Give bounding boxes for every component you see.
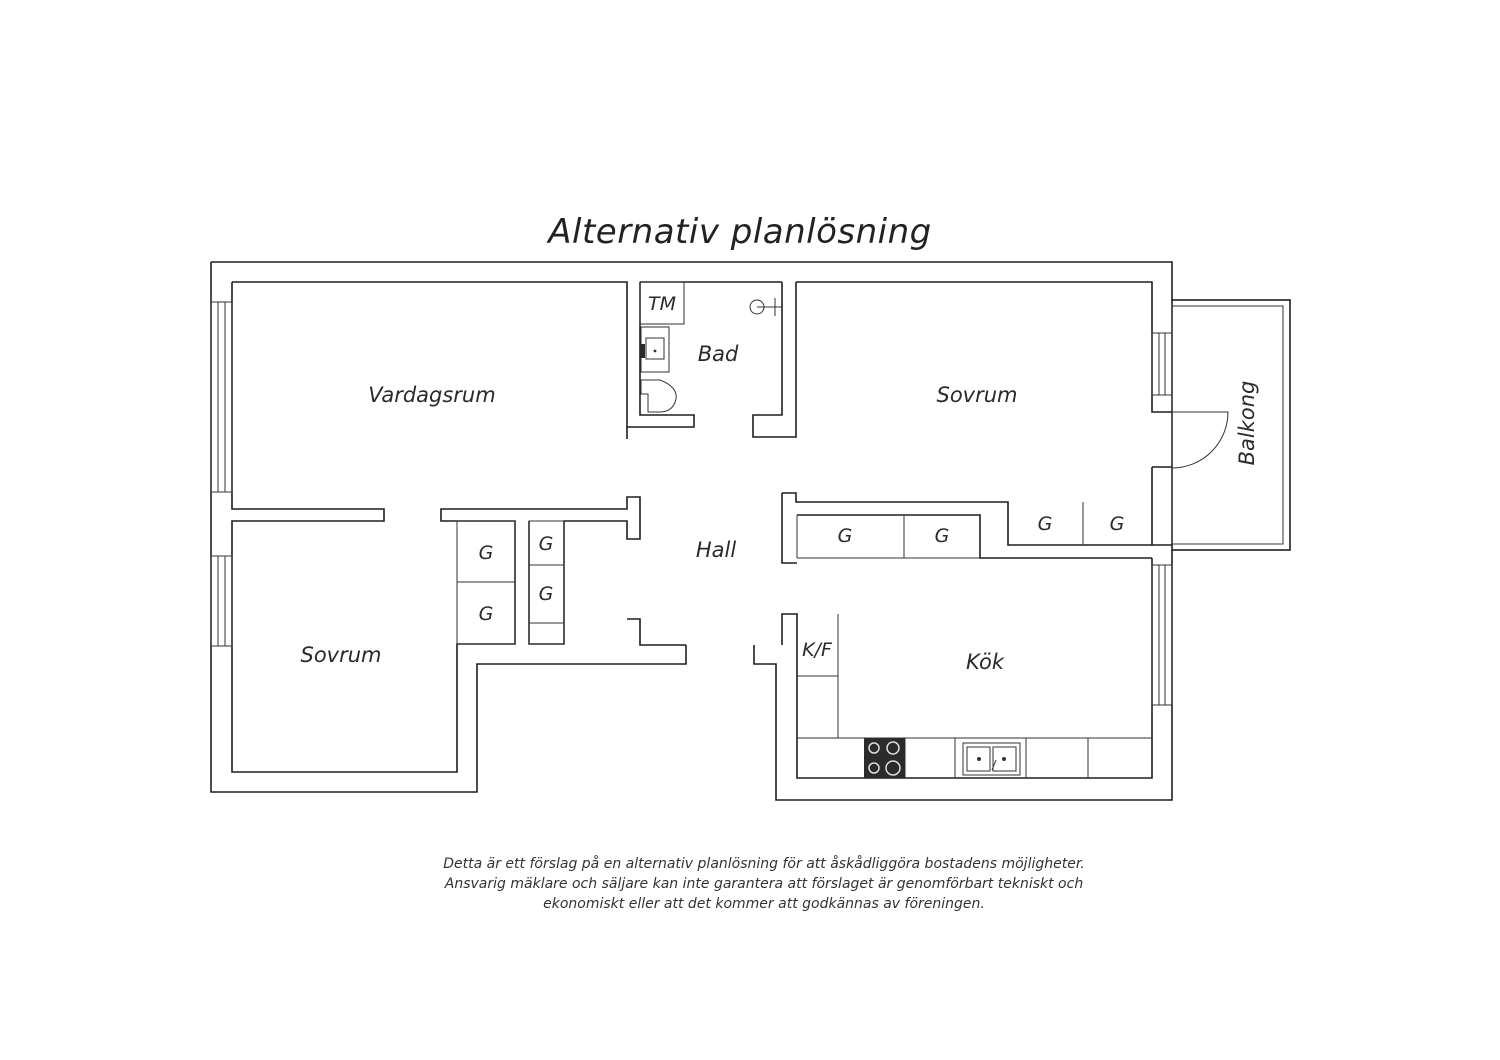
bathroom-walls (627, 282, 797, 438)
room-label-sovrum-right: Sovrum (936, 383, 1017, 407)
closet-label: G (1038, 513, 1053, 535)
fridge-freezer-label: K/F (802, 639, 833, 661)
room-label-balkong: Balkong (1235, 381, 1259, 466)
room-labels: Vardagsrum Bad TM Sovrum Hall Sovrum Kök… (300, 293, 1259, 674)
closet-label: G (539, 583, 554, 605)
room-label-hall: Hall (696, 538, 736, 562)
bathroom-fixtures (639, 281, 782, 413)
outer-walls (210, 261, 1173, 801)
kitchen-sink-icon (962, 742, 1021, 776)
sink (640, 326, 670, 373)
stove-icon (864, 738, 905, 778)
washing-machine-box (639, 281, 685, 325)
room-label-bad: Bad (698, 342, 739, 366)
closet-label: G (479, 542, 494, 564)
closet-label: G (479, 603, 494, 625)
disclaimer-line: Ansvarig mäklare och säljare kan inte ga… (444, 876, 1084, 892)
disclaimer-line: Detta är ett förslag på en alternativ pl… (443, 856, 1085, 872)
bedroom-right-walls (781, 492, 1152, 564)
room-label-vardagsrum: Vardagsrum (368, 383, 495, 407)
closet-label: G (1110, 513, 1125, 535)
disclaimer-line: ekonomiskt eller att det kommer att godk… (543, 896, 985, 912)
plan-title: Alternativ planlösning (548, 212, 932, 252)
balcony (1171, 299, 1291, 551)
closet-labels: G G G G G G G G (479, 513, 1125, 625)
closet-label: G (539, 533, 554, 555)
tm-label: TM (648, 293, 676, 315)
hall-closets (456, 520, 565, 645)
closet-label: G (935, 525, 950, 547)
room-label-sovrum-left: Sovrum (300, 643, 381, 667)
room-label-kok: Kök (966, 650, 1005, 674)
kitchen-counters (797, 614, 1152, 778)
toilet (640, 379, 677, 413)
closet-label: G (838, 525, 853, 547)
disclaimer: Detta är ett förslag på en alternativ pl… (0, 854, 1500, 914)
